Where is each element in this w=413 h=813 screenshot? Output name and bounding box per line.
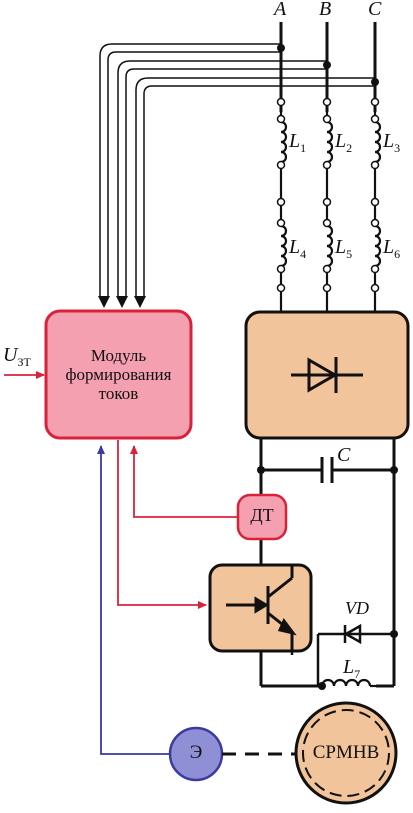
freewheel-branch [290, 632, 394, 686]
capacitor-label: C [337, 444, 351, 466]
inductor-l5-label: L5 [335, 236, 353, 261]
inductor-l2-label: L2 [335, 130, 353, 155]
encoder-label: Э [189, 742, 203, 763]
voltage-feedback-arrows [98, 296, 146, 308]
motor-label: СРМНВ [312, 742, 380, 763]
choke-l7-icon [320, 678, 376, 688]
phase-tap-dots [277, 44, 379, 86]
transistor-icon [226, 565, 297, 651]
inductor-l4-label: L4 [289, 236, 307, 261]
control-block-line1: Модуль [90, 346, 147, 365]
inductor-l6-label: L6 [383, 236, 401, 261]
control-block-label: Модуль формирования токов [46, 346, 191, 403]
voltage-feedback-lines [99, 43, 375, 296]
inductor-l1-label: L1 [289, 130, 307, 155]
motor-inner-dashed [302, 709, 390, 797]
diode-vd-label: VD [345, 598, 369, 618]
control-block-line2: формирования [65, 365, 172, 384]
input-signal-label: UЗТ [3, 344, 31, 369]
phase-c-label: C [368, 0, 382, 20]
control-block [44, 309, 193, 440]
phase-b-label: B [319, 0, 332, 20]
red-signal-lines [4, 371, 238, 609]
phase-a-label: A [274, 0, 287, 20]
motor-outer [294, 701, 398, 805]
terminal-circles [276, 97, 380, 293]
current-sensor-label: ДТ [250, 505, 274, 525]
diode-bridge-icon [291, 357, 363, 393]
diode-vd-icon [343, 623, 362, 645]
inductor-l3-label: L3 [383, 130, 401, 155]
choke-l7-label: L7 [343, 656, 361, 681]
blue-feedback-line [97, 445, 170, 755]
control-block-line3: токов [98, 384, 139, 403]
